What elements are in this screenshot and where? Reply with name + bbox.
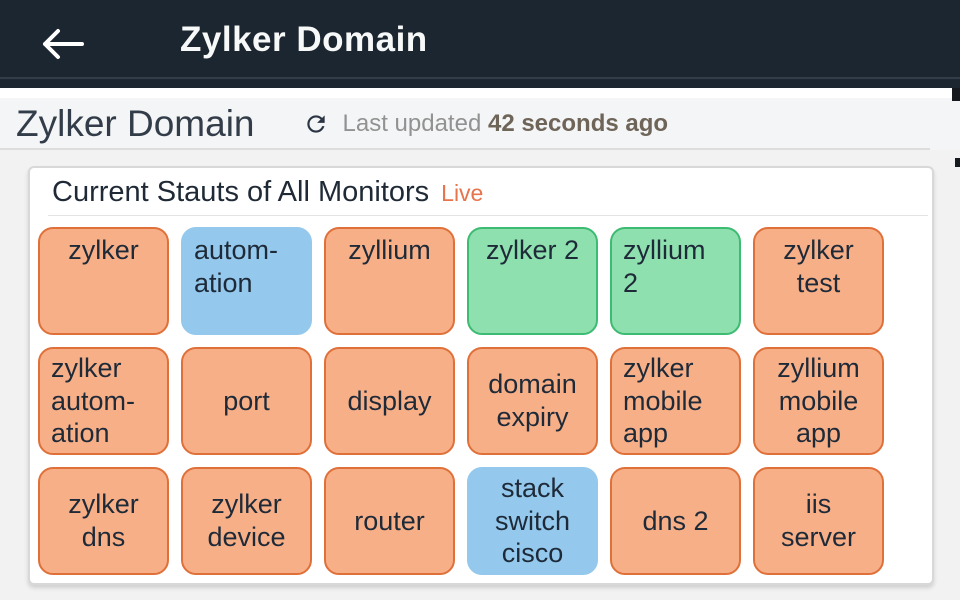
monitor-tile[interactable]: zylker 2 <box>467 227 598 335</box>
last-updated-text: Last updated 42 seconds ago <box>343 110 669 138</box>
scrollbar-thumb-fragment <box>955 158 960 167</box>
page-title: Zylker Domain <box>16 103 255 144</box>
app-bar: Zylker Domain <box>0 0 960 88</box>
last-updated-label: Last updated <box>342 110 482 137</box>
live-badge: Live <box>441 180 484 206</box>
monitor-tile[interactable]: zylker <box>38 227 169 335</box>
monitor-tile[interactable]: display <box>324 347 455 455</box>
monitor-tile[interactable]: zyllium <box>324 227 455 335</box>
monitor-tile[interactable]: zylker test <box>753 227 884 335</box>
refresh-icon <box>303 111 329 137</box>
monitor-tile[interactable]: iis server <box>753 467 884 575</box>
page-header: Zylker Domain Last updated 42 seconds ag… <box>0 88 960 150</box>
monitor-tile[interactable]: zylker autom- ation <box>38 347 169 455</box>
monitor-tile[interactable]: zyllium mobile app <box>753 347 884 455</box>
back-button[interactable] <box>32 20 92 68</box>
monitors-card-header: Current Stauts of All Monitors Live <box>30 168 932 215</box>
app-bar-title: Zylker Domain <box>180 20 428 59</box>
monitor-tile[interactable]: autom- ation <box>181 227 312 335</box>
divider <box>48 215 928 216</box>
monitor-tile[interactable]: port <box>181 347 312 455</box>
monitor-tile[interactable]: zylker dns <box>38 467 169 575</box>
scrollbar-thumb-fragment <box>952 88 960 101</box>
monitor-tile[interactable]: zylker mobile app <box>610 347 741 455</box>
monitor-tile[interactable]: router <box>324 467 455 575</box>
monitors-card: Current Stauts of All Monitors Live zylk… <box>28 166 934 585</box>
last-updated-value: 42 seconds ago <box>487 110 669 137</box>
monitor-tile[interactable]: stack switch cisco <box>467 467 598 575</box>
arrow-left-icon <box>39 26 85 62</box>
monitors-card-title: Current Stauts of All Monitors <box>52 176 430 208</box>
monitor-tile[interactable]: zyllium 2 <box>610 227 741 335</box>
monitor-tile[interactable]: dns 2 <box>610 467 741 575</box>
monitor-tile[interactable]: zylker device <box>181 467 312 575</box>
monitor-tile[interactable]: domain expiry <box>467 347 598 455</box>
refresh-button[interactable] <box>303 111 329 137</box>
